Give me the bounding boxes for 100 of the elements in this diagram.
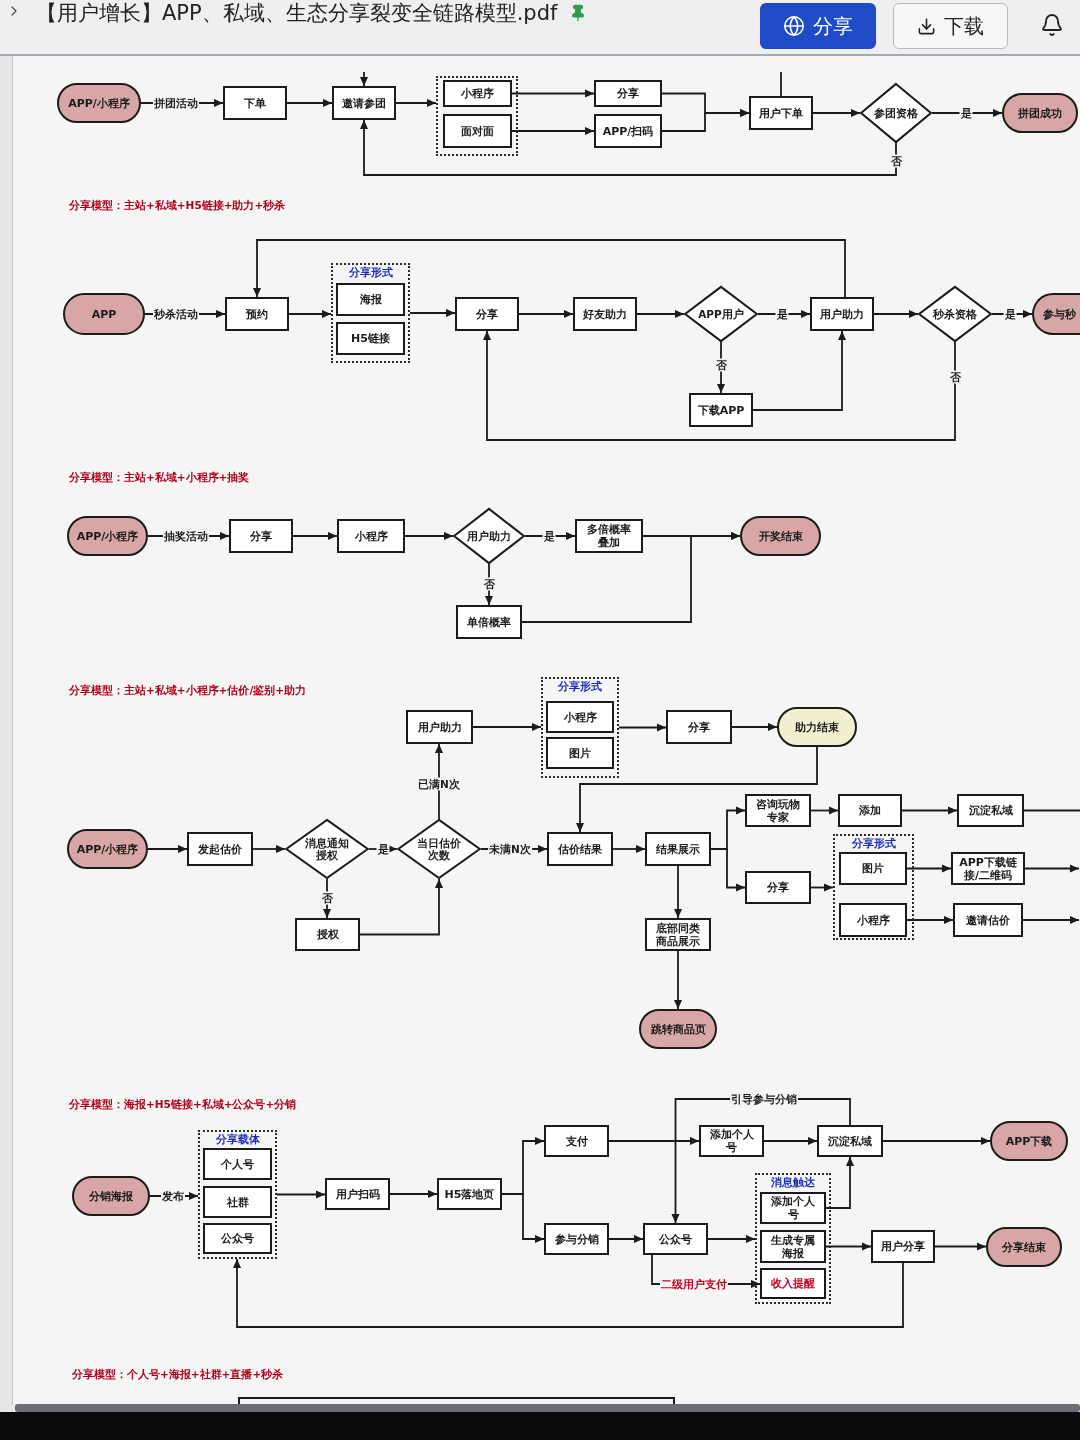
process-box: 添加个人号 [760,1192,826,1224]
edge-label: 是 [376,842,390,856]
process-box: 生成专属海报 [760,1230,826,1263]
edge-label: 是 [959,106,973,120]
group-heading: 分享形式 [851,837,896,850]
decision-diamond: 秒杀资格 [918,286,992,342]
edge-label: 是 [775,307,789,321]
arrow [873,309,919,319]
dashed-group-frame [541,677,619,778]
group-heading: 消息触达 [771,1176,815,1189]
process-box: 用户分享 [871,1230,935,1263]
terminator-pill: 参与秒 [1032,293,1080,335]
process-box: 发起估价 [187,832,253,866]
terminator-pill: 助力结束 [777,707,857,747]
terminator-pill: 拼团成功 [1002,93,1078,133]
process-box: 分享 [666,710,732,744]
edge-label: 否 [889,154,903,168]
arrow [901,806,958,815]
group-heading: 分享形式 [348,266,393,279]
terminator-pill: APP/小程序 [67,516,148,556]
decision-diamond: 当日估价次数 [397,819,481,879]
process-box: 邀请估价 [953,903,1023,937]
arrow [252,844,286,854]
process-box: 用户下单 [749,96,813,130]
arrow [518,309,574,319]
process-box: 授权 [295,918,360,951]
process-box: 社群 [203,1186,272,1218]
edge-label: 未满N次 [488,842,532,856]
arrow [359,878,444,936]
arrow [1022,915,1080,925]
decision-diamond: 用户助力 [453,508,525,564]
terminator-pill: APP下载 [990,1121,1068,1161]
arrow [661,108,750,132]
process-box: 支付 [544,1125,609,1157]
arrow [618,723,667,732]
download-button: 下载 [893,3,1008,49]
arrow [511,126,595,136]
process-box: 结果展示 [645,832,711,866]
arrow [501,1193,545,1244]
process-box: 沉淀私域 [957,794,1024,827]
section-heading: 分享模型：主站+私域+小程序+抽奖 [69,470,250,484]
process-box: 分享 [745,871,811,904]
edge-label: 是 [542,529,556,543]
arrow [575,746,818,833]
process-box: 预约 [225,297,289,331]
process-box: 用户助力 [406,710,473,744]
dashed-group-frame [833,834,914,940]
arrow [906,915,954,925]
process-box: 下单 [223,86,287,120]
process-box: H5落地页 [437,1178,502,1210]
document-title: 【用户增长】APP、私域、生态分享裂变全链路模型.pdf [36,0,558,26]
edge-label: 发布 [161,1189,185,1203]
dashed-group-frame [755,1173,831,1304]
decision-diamond: APP用户 [684,286,758,342]
edge-label: 否 [320,891,334,905]
process-box: H5链接 [336,322,405,355]
arrow [521,531,741,623]
process-box: 小程序 [443,80,512,107]
arrow [673,865,683,919]
process-box: 用户助力 [810,297,874,331]
arrow [252,239,846,298]
arrow [359,119,897,176]
terminator-pill: 分销海报 [72,1176,150,1216]
process-box: 分享 [229,519,293,553]
process-box: 多倍概率叠加 [575,519,643,553]
arrow [434,743,444,820]
arrow [812,108,861,118]
section-heading: 分享模型：个人号+海报+社群+直播+秒杀 [72,1367,284,1381]
process-box: 小程序 [337,519,405,553]
arrow [288,309,332,319]
terminator-pill: APP [63,293,145,335]
terminator-pill: APP/小程序 [67,829,148,869]
dashed-group-frame [436,76,518,156]
edge-label: 秒杀活动 [153,307,199,321]
share-button: 分享 [760,3,876,49]
process-box: 小程序 [546,701,614,733]
arrow [810,806,839,815]
edge-label: 是 [1003,307,1017,321]
arrow [404,531,454,541]
process-box: 下载APP [689,393,753,427]
arrow [934,1242,987,1251]
arrow [389,1189,438,1199]
arrow [276,1190,326,1199]
process-box: 单倍概率 [456,605,522,639]
arrow [511,89,595,98]
process-box: 沉淀私域 [817,1125,883,1157]
decision-diamond: 消息通知授权 [285,819,369,879]
arrow [608,1136,700,1146]
terminator-pill: 开奖结束 [740,516,821,556]
edge-label: 否 [482,577,496,591]
process-box: 面对面 [443,114,512,148]
arrow [147,844,188,854]
arrow [710,848,746,892]
process-box: 个人号 [203,1148,272,1180]
arrow [395,98,437,108]
arrow [752,330,847,411]
process-box: 参与分销 [544,1223,609,1255]
connector-line [1023,809,1080,812]
process-box: 估价结果 [547,832,613,866]
decision-diamond: 参团资格 [860,83,932,143]
